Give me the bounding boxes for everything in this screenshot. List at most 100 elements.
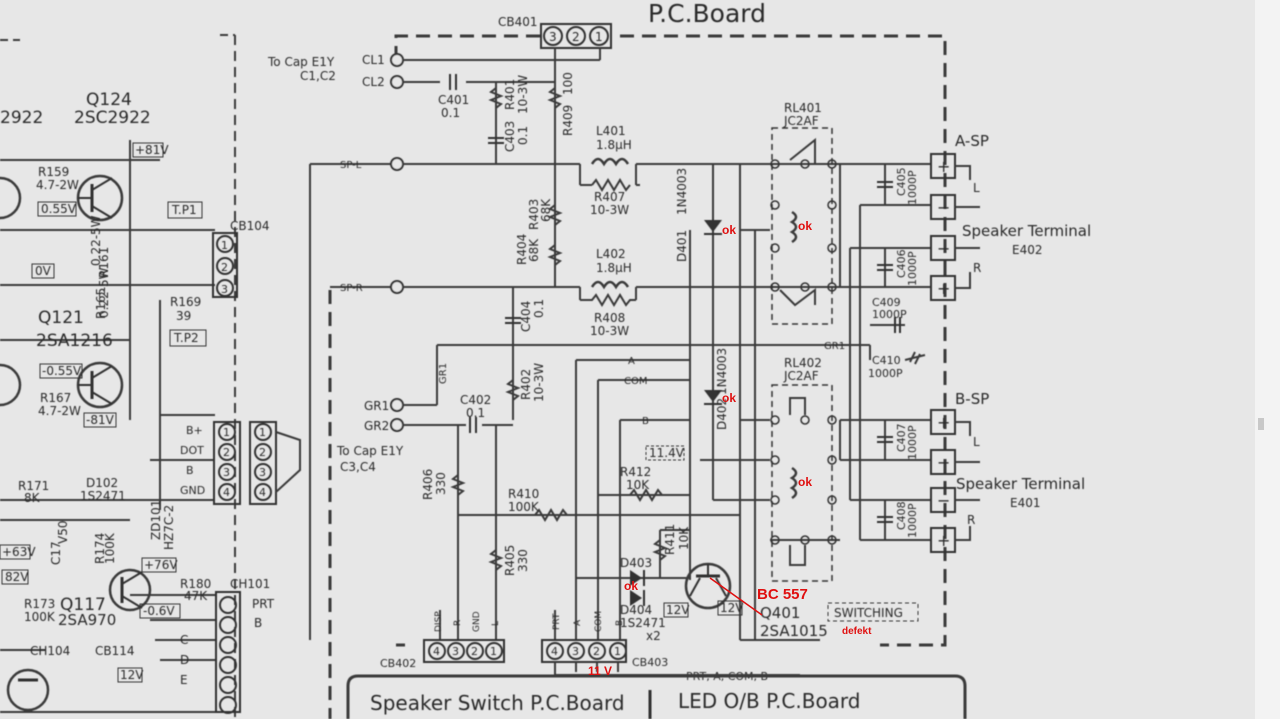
sp-r-label: SP-R — [340, 283, 363, 294]
bc557-annotation: BC 557 — [757, 586, 808, 603]
rl401-type: JC2AF — [783, 114, 819, 128]
d402-type: 1N4003 — [715, 348, 729, 395]
terminal-plus-2: + — [937, 279, 950, 298]
cb403-prt: PRT — [552, 613, 562, 630]
c410-label: C410 — [872, 354, 901, 367]
q124-transistor-symbol — [76, 174, 124, 222]
left-type: 2922 — [0, 108, 43, 128]
c402-val: 0.1 — [466, 406, 485, 420]
d102-type: 1S2471 — [80, 489, 126, 503]
right-capacitors — [877, 181, 901, 523]
r169-val: 39 — [176, 309, 191, 323]
e402-label: E402 — [1012, 243, 1043, 257]
resistor-r411 — [652, 539, 668, 561]
to-cap-1: To Cap E1Y — [267, 55, 335, 69]
bus-label-b-plus: B+ — [186, 424, 203, 437]
resistor-r404 — [547, 244, 563, 266]
terminal-minus-2: − — [937, 239, 950, 258]
cb403-com: COM — [594, 611, 604, 632]
tp1-label: T.P1 — [171, 203, 197, 217]
v12a-label: 12V — [666, 603, 690, 617]
diode-d404 — [630, 590, 645, 606]
bus-pin-4: 4 — [223, 486, 230, 499]
q117-type: 2SA970 — [58, 611, 116, 629]
e401-label: E401 — [1010, 496, 1041, 510]
terminal-plus-1: + — [937, 157, 950, 176]
r180-label: R180 — [180, 577, 211, 591]
gr1-right-label: GR1 — [824, 341, 845, 352]
c407-label: C407 — [895, 423, 908, 452]
c408-label: C408 — [895, 501, 908, 530]
plus81-label: +81V — [135, 143, 169, 157]
r410-label: R410 — [508, 487, 539, 501]
r404-label: R404 — [515, 234, 529, 265]
gr1-label: GR1 — [364, 399, 389, 413]
v12b-label: 12V — [720, 601, 744, 615]
r171-label: R171 — [18, 479, 49, 493]
q117-transistor-symbol — [108, 568, 152, 612]
ok-annotation-d402: ok — [722, 391, 736, 405]
resistor-r408 — [580, 293, 636, 307]
cb401-connector: 3 2 1 CB401 — [498, 15, 612, 49]
zd101-label: ZD101 — [149, 500, 163, 540]
v12-label: 12V — [120, 668, 144, 682]
l402-val: 1.8μH — [596, 261, 632, 275]
r410-val: 100K — [508, 500, 540, 514]
ch104-transistor-symbol — [6, 668, 50, 712]
cb403-label: CB403 — [632, 656, 668, 669]
b-sp-label: B-SP — [955, 390, 989, 408]
d404-x2: x2 — [646, 629, 661, 643]
c17-label: C17 — [49, 541, 63, 565]
ok-annotation-d403: ok — [624, 579, 638, 593]
c406-label: C406 — [895, 249, 908, 278]
switching-label: SWITCHING — [834, 606, 903, 620]
c403-label: C403 — [503, 121, 517, 152]
r407-val: 10-3W — [590, 203, 629, 217]
b-left-label: B — [254, 616, 262, 630]
q117-label: Q117 — [60, 595, 106, 615]
cb104-label: CB104 — [230, 219, 270, 233]
resistor-r407 — [591, 178, 631, 192]
a-sp-label: A-SP — [955, 132, 989, 150]
left-transistor-2 — [0, 363, 22, 407]
capacitor-c403 — [488, 137, 504, 144]
r403-label: R403 — [527, 199, 541, 230]
speaker-terminal-e401: Speaker Terminal — [956, 475, 1085, 493]
capacitor-c402 — [469, 417, 477, 433]
r167-val: 4.7-2W — [38, 404, 81, 418]
ok-annotation-rl402: ok — [798, 475, 812, 489]
resistor-r412 — [629, 488, 663, 502]
v82-label: 82V — [5, 570, 29, 584]
r402-label: R402 — [519, 369, 533, 400]
ch101-connector — [215, 591, 241, 714]
inductor-l401 — [590, 157, 630, 167]
q124-label: Q124 — [86, 90, 132, 110]
q401-type: 2SA1015 — [760, 622, 828, 640]
bus-pin-3: 3 — [223, 466, 230, 479]
c403-val: 0.1 — [516, 126, 530, 145]
q121-transistor-symbol — [76, 361, 124, 409]
terminal-plus-4: + — [937, 531, 950, 550]
r-label-a: R — [973, 261, 981, 275]
resistor-r405 — [488, 549, 504, 571]
diode-d403 — [630, 570, 645, 586]
r173-val: 100K — [24, 610, 56, 624]
red-annotations: ok ok ok ok ok BC 557 defekt 11 V — [588, 219, 872, 678]
ground-symbol — [904, 351, 926, 365]
ov-label: 0V — [35, 264, 52, 278]
cb402-r: R — [453, 620, 463, 626]
d402-label: D402 — [715, 398, 729, 430]
cb402-l: L — [491, 621, 501, 626]
ch104-label: CH104 — [30, 644, 70, 658]
cb403-pin-1: 1 — [614, 645, 621, 658]
terminal-minus-3: − — [937, 453, 950, 472]
terminal-minus-4: − — [937, 491, 950, 510]
r402-val: 10-3W — [532, 363, 546, 402]
bus-pin-3b: 3 — [259, 466, 266, 479]
c406-val: 1000P — [906, 251, 919, 286]
l401-val: 1.8μH — [596, 138, 632, 152]
r161-val: 0.22-5W — [89, 215, 103, 266]
terminal-plus-3: + — [937, 413, 950, 432]
plus76-label: +76V — [144, 558, 178, 572]
